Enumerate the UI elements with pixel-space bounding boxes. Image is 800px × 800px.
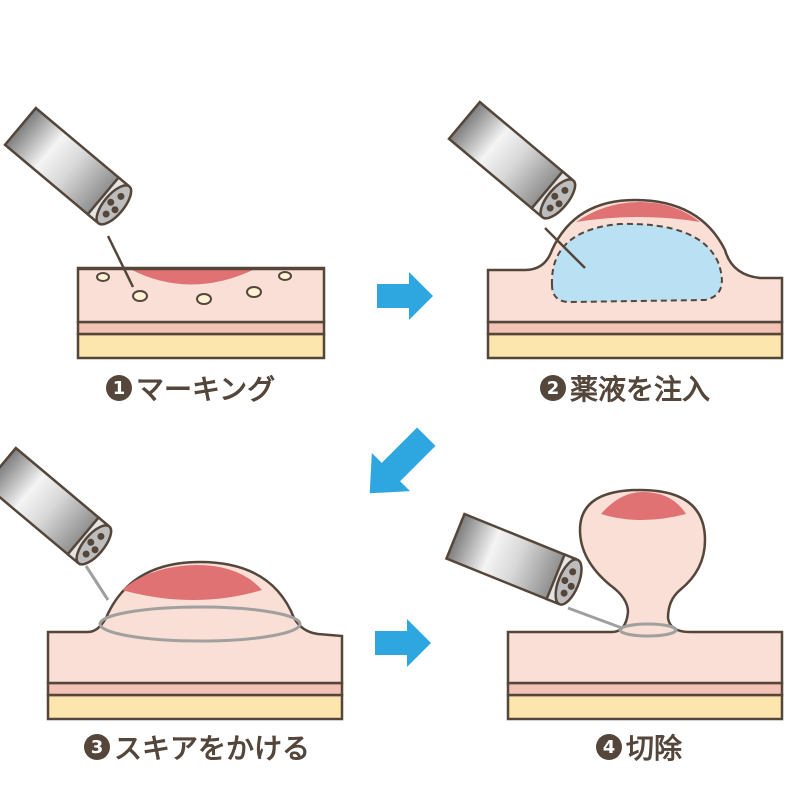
- lesion: [601, 492, 686, 520]
- panel-snare: [0, 446, 344, 721]
- step-label-2: 2 薬液を注入: [540, 368, 710, 408]
- step-text: 薬液を注入: [570, 373, 711, 406]
- lesion: [576, 202, 700, 222]
- snare-loop: [618, 622, 678, 638]
- endoscope-icon: [447, 100, 583, 225]
- snare-wire: [567, 606, 623, 630]
- step-label-3: 3 スキアをかける: [84, 727, 310, 767]
- marking-dots: [96, 271, 292, 305]
- step-label-1: 1 マーキング: [106, 368, 275, 408]
- step-number: 4: [596, 734, 622, 760]
- muscle-band: [46, 681, 344, 697]
- step-text: 切除: [626, 732, 683, 765]
- arrow-right-icon: [375, 619, 431, 667]
- mucosa-layer: [46, 560, 344, 685]
- endoscope-icon: [3, 106, 139, 231]
- muscle-band: [76, 320, 326, 336]
- step-label-4: 4 切除: [596, 727, 682, 767]
- arrow-down-left-icon: [369, 427, 436, 494]
- snare-loop: [98, 605, 302, 643]
- fat-layer: [506, 693, 784, 721]
- step-number: 1: [106, 375, 132, 401]
- needle: [544, 227, 586, 269]
- step-number: 2: [540, 375, 566, 401]
- panel-injection: [447, 100, 784, 360]
- endoscope-icon: [445, 512, 589, 610]
- fat-layer: [76, 332, 326, 360]
- arrow-right-icon: [377, 272, 433, 320]
- panel-resection: [445, 488, 784, 721]
- lesion: [122, 565, 262, 600]
- muscle-band: [506, 681, 784, 697]
- mucosa-layer: [506, 488, 784, 685]
- fat-layer: [46, 693, 344, 721]
- snare-wire: [84, 565, 110, 601]
- muscle-band: [486, 320, 784, 336]
- lesion: [130, 269, 255, 285]
- step-number: 3: [84, 734, 110, 760]
- endoscope-icon: [0, 446, 119, 571]
- panel-marking: [3, 106, 326, 360]
- injected-fluid: [550, 222, 723, 304]
- fat-layer: [486, 332, 784, 360]
- needle: [106, 235, 135, 288]
- step-text: マーキング: [136, 373, 276, 406]
- step-text: スキアをかける: [114, 732, 311, 765]
